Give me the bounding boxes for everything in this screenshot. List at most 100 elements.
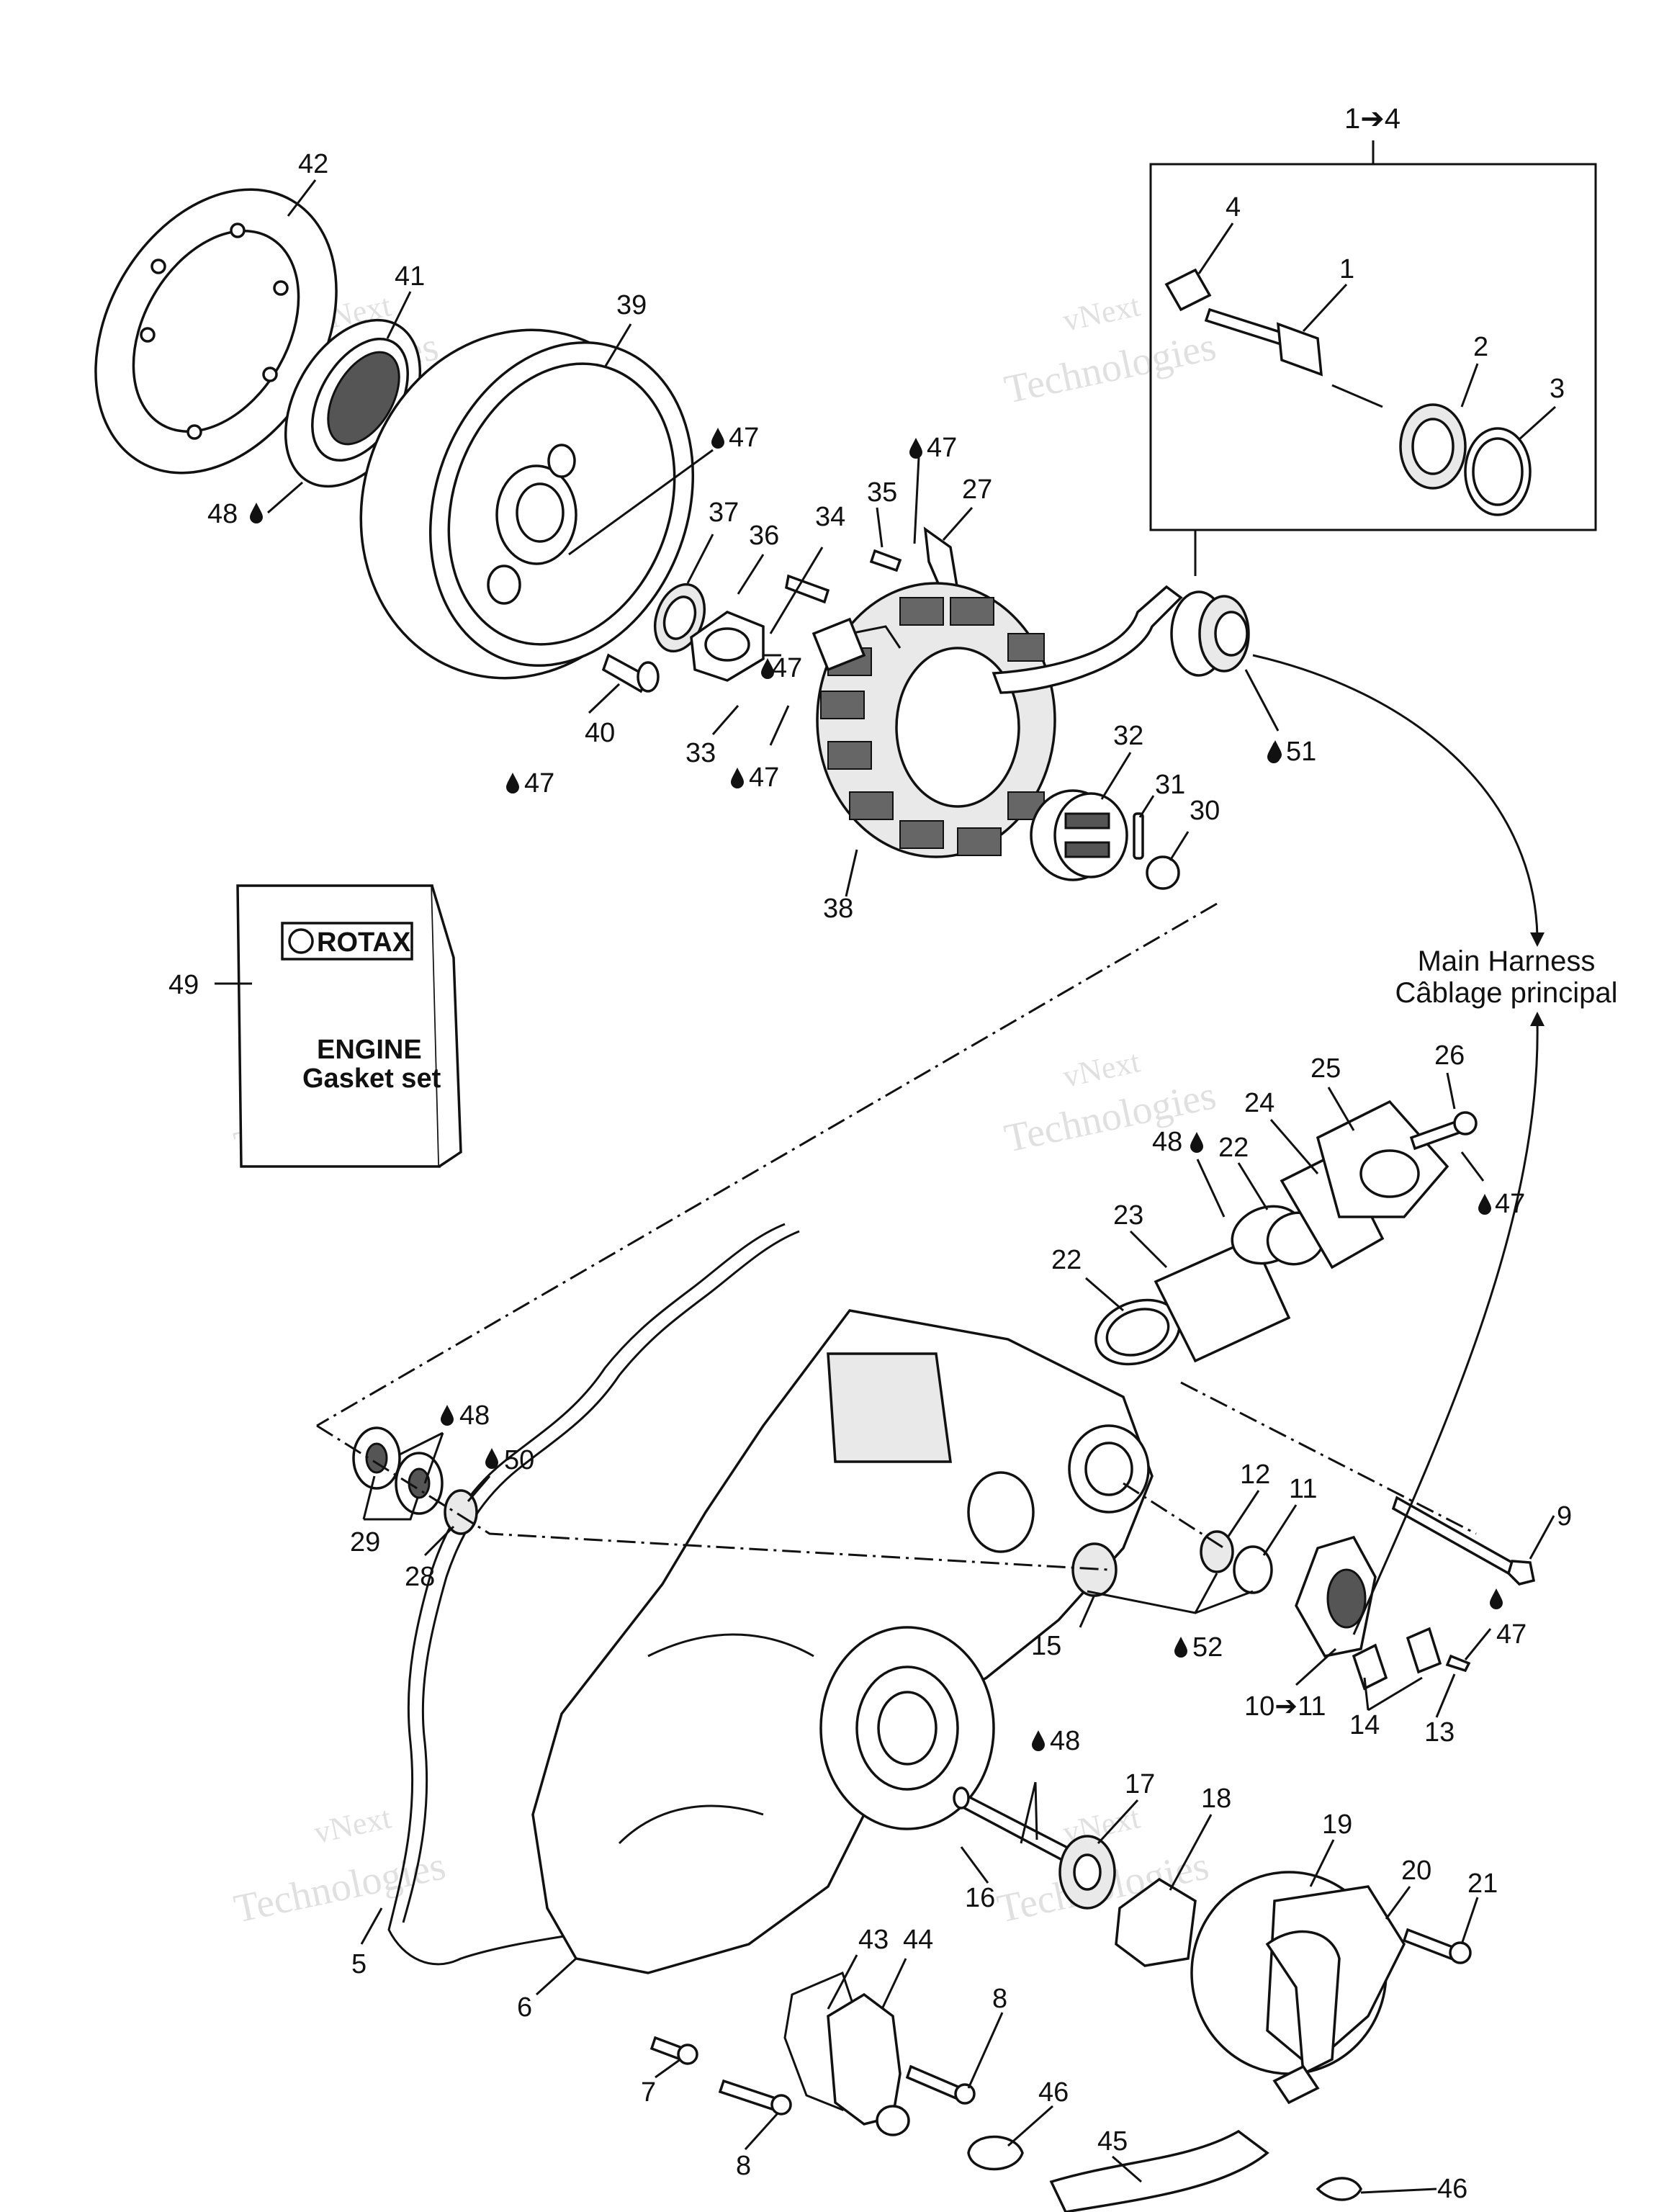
right-hardware xyxy=(1071,1496,1536,1691)
part-label: 17 xyxy=(1125,1769,1155,1799)
part-label: 35 xyxy=(867,477,897,508)
part-label: 48 xyxy=(459,1401,490,1431)
part-label: 11 xyxy=(1289,1474,1317,1504)
part-label: 43 xyxy=(858,1925,889,1955)
part-6-cover xyxy=(531,1309,1154,1974)
part-label: 29 xyxy=(350,1527,380,1557)
part-numbers: 42 41 39 48 47 37 36 34 35 47 27 47 40 3… xyxy=(168,149,1572,2204)
dashed-line-3 xyxy=(1180,1381,1477,1535)
drop-icon xyxy=(1174,1637,1187,1658)
part-label: 41 xyxy=(395,261,425,292)
part-label: 46 xyxy=(1038,2077,1069,2108)
dashed-line-4 xyxy=(1123,1482,1225,1550)
part-label: 47 xyxy=(729,423,759,453)
part-label: 9 xyxy=(1557,1501,1572,1532)
part-label: 44 xyxy=(903,1925,933,1955)
drop-icon xyxy=(1490,1588,1503,1609)
drop-icon xyxy=(731,768,744,788)
part-label: 49 xyxy=(168,970,199,1000)
part-label: 45 xyxy=(1097,2126,1128,2157)
part-label: 27 xyxy=(962,475,992,505)
watermark: Technologies xyxy=(1001,324,1220,413)
part-label: 1 xyxy=(1339,254,1354,284)
water-pump xyxy=(953,1786,1472,2105)
harness-label-fr: Câblage principal xyxy=(1395,977,1617,1009)
part-label: 13 xyxy=(1424,1717,1455,1748)
part-label: 47 xyxy=(1495,1189,1525,1219)
part-30-cap xyxy=(1146,855,1180,890)
part-39-flywheel xyxy=(359,328,695,680)
part-label: 47 xyxy=(772,653,802,683)
part-label: 36 xyxy=(749,521,779,551)
part-label: 52 xyxy=(1192,1632,1223,1663)
part-31-pin xyxy=(1133,812,1144,860)
booklet-title: ENGINE xyxy=(317,1035,422,1065)
part-label: 48 xyxy=(207,499,238,529)
drop-icon xyxy=(1478,1194,1491,1215)
harness-arrow-up xyxy=(1352,1022,1539,1635)
watermark: vNext xyxy=(311,1799,394,1850)
part-label: 18 xyxy=(1201,1784,1231,1814)
part-38-stator xyxy=(811,582,1183,858)
part-label: 5 xyxy=(351,1949,367,1979)
part-label: 20 xyxy=(1401,1856,1431,1886)
drop-icon xyxy=(1032,1730,1045,1751)
leader-lines xyxy=(215,179,1557,2194)
drop-icon xyxy=(711,428,724,449)
part-label: 30 xyxy=(1190,796,1220,826)
part-label: 38 xyxy=(823,894,853,924)
part-49-booklet: ROTAX ENGINE Gasket set xyxy=(236,884,462,1168)
part-32-coupler xyxy=(1030,789,1128,881)
elbow-43-44 xyxy=(649,1971,976,2136)
part-label: 12 xyxy=(1240,1460,1270,1490)
part-label: 23 xyxy=(1113,1200,1143,1231)
drop-icon xyxy=(441,1405,454,1426)
part-label: 33 xyxy=(685,738,716,768)
part-label: 2 xyxy=(1473,332,1488,362)
part-label: 32 xyxy=(1113,721,1143,751)
part-label: 47 xyxy=(927,433,957,463)
part-label: 15 xyxy=(1031,1631,1061,1661)
dashed-line-2 xyxy=(316,1424,1110,1571)
kit-label: 1➔4 xyxy=(1344,103,1401,135)
drop-icon xyxy=(485,1448,498,1469)
harness-arrow-down xyxy=(1252,654,1539,937)
part-label: 48 xyxy=(1152,1127,1182,1157)
part-label: 46 xyxy=(1437,2174,1467,2204)
part-label: 24 xyxy=(1244,1088,1274,1118)
part-label: 21 xyxy=(1467,1869,1498,1899)
part-label: 10➔11 xyxy=(1244,1691,1326,1722)
part-label: 25 xyxy=(1310,1053,1341,1084)
drop-icon xyxy=(909,438,922,459)
part-label: 22 xyxy=(1051,1245,1082,1275)
part-5-gasket xyxy=(387,1223,800,1966)
part-42-plate xyxy=(94,188,338,475)
part-label: 14 xyxy=(1349,1710,1380,1740)
part-label: 26 xyxy=(1434,1040,1465,1071)
part-label: 8 xyxy=(992,1984,1007,2014)
bearings-28-29 xyxy=(352,1426,478,1535)
part-label: 22 xyxy=(1218,1133,1249,1163)
booklet-subtitle: Gasket set xyxy=(302,1064,441,1094)
harness-label-en: Main Harness xyxy=(1418,945,1596,977)
part-label: 28 xyxy=(405,1562,435,1592)
watermark: Technologies xyxy=(230,1843,449,1932)
arrow-head xyxy=(1530,1012,1545,1026)
pump-parts-upper xyxy=(1094,1100,1478,1366)
part-label: 37 xyxy=(709,498,739,528)
watermark: vNext xyxy=(1060,287,1143,338)
drop-icon xyxy=(250,503,263,523)
part-label: 3 xyxy=(1550,374,1565,404)
part-51-connector xyxy=(1170,590,1250,677)
booklet-brand: ROTAX xyxy=(317,927,411,958)
drop-icon xyxy=(506,773,519,793)
small-hardware-top xyxy=(601,526,960,693)
part-label: 40 xyxy=(585,718,615,748)
part-label: 8 xyxy=(736,2151,751,2181)
hose-45-46 xyxy=(967,2129,1362,2212)
drop-icon xyxy=(1190,1132,1203,1153)
arrow-head xyxy=(1530,932,1545,947)
part-label: 39 xyxy=(616,290,647,320)
part-label: 7 xyxy=(641,2077,656,2108)
